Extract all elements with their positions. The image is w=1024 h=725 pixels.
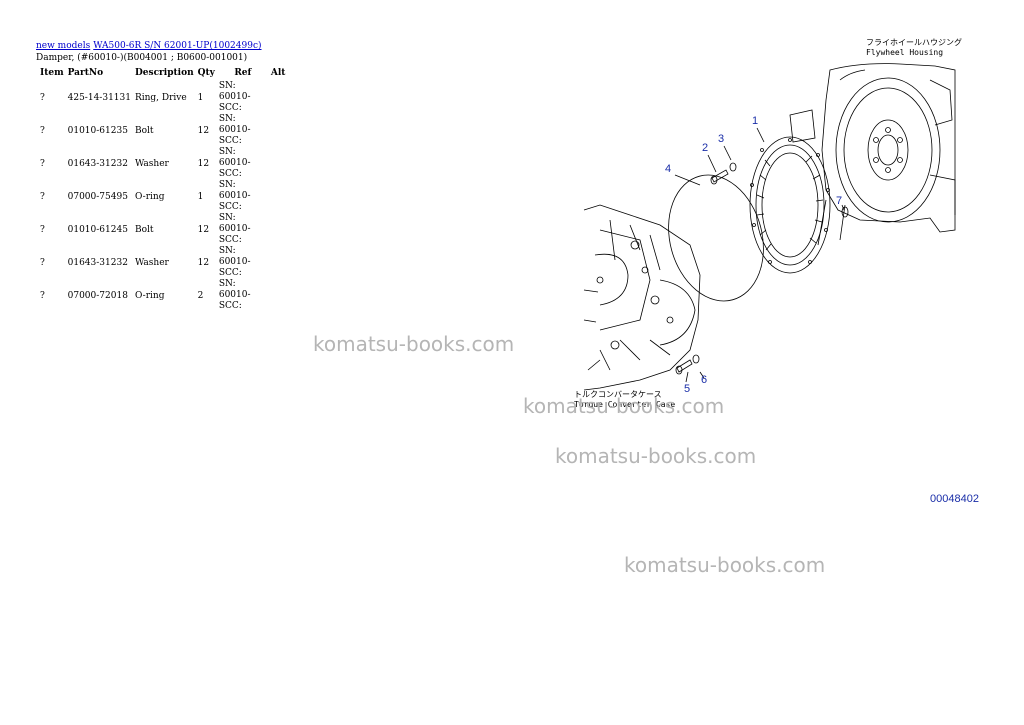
cell-ref: SN: 60010-SCC: — [218, 279, 251, 311]
drive-ring-drawing — [749, 136, 831, 274]
flywheel-housing-label-jp: フライホイールハウジング — [866, 38, 962, 47]
callout-3: 3 — [718, 133, 725, 145]
cell-ref: SN: 60010-SCC: — [218, 246, 251, 278]
callout-6: 6 — [701, 374, 708, 386]
cell-description: Ring, Drive — [134, 92, 187, 103]
watermark: komatsu-books.com — [624, 553, 826, 577]
watermark: komatsu-books.com — [555, 444, 757, 468]
figure-number: 00048402 — [930, 493, 979, 505]
cell-description: O-ring — [134, 191, 165, 202]
cell-ref: SN: 60010-SCC: — [218, 147, 251, 179]
torque-converter-label-jp: トルクコンバータケース — [574, 390, 662, 399]
flywheel-housing-drawing — [789, 63, 956, 246]
cell-qty: 12 — [197, 125, 210, 136]
table-row: ? 07000-75495 O-ring 1 SN: 60010-SCC: — [36, 180, 293, 213]
cell-item: ? — [40, 224, 45, 235]
callout-2: 2 — [702, 142, 709, 154]
table-header-row: Item PartNo Description Qty Ref Alt — [36, 65, 293, 81]
cell-qty: 12 — [197, 158, 210, 169]
table-row: ? 01643-31232 Washer 12 SN: 60010-SCC: — [36, 147, 293, 180]
cell-qty: 12 — [197, 257, 210, 268]
callout-1: 1 — [752, 115, 759, 127]
cell-item: ? — [40, 125, 45, 136]
table-row: ? 01643-31232 Washer 12 SN: 60010-SCC: — [36, 246, 293, 279]
col-header-ref: Ref — [234, 68, 252, 78]
cell-qty: 2 — [197, 290, 204, 301]
cell-ref: SN: 60010-SCC: — [218, 81, 251, 113]
cell-ref: SN: 60010-SCC: — [218, 114, 251, 146]
breadcrumb-link-new-models[interactable]: new models — [36, 41, 91, 51]
cell-partno: 425-14-31131 — [67, 92, 131, 103]
table-row: ? 07000-72018 O-ring 2 SN: 60010-SCC: — [36, 279, 293, 312]
cell-item: ? — [40, 290, 45, 301]
cell-ref: SN: 60010-SCC: — [218, 180, 251, 212]
table-row: ? 01010-61245 Bolt 12 SN: 60010-SCC: — [36, 213, 293, 246]
cell-qty: 12 — [197, 224, 210, 235]
cell-description: Washer — [134, 158, 169, 169]
cell-partno: 01010-61235 — [67, 125, 128, 136]
cell-item: ? — [40, 257, 45, 268]
col-header-description: Description — [134, 68, 194, 78]
cell-description: Washer — [134, 257, 169, 268]
torque-converter-case-drawing — [583, 204, 701, 391]
cell-partno: 01010-61245 — [67, 224, 128, 235]
cell-item: ? — [40, 158, 45, 169]
cell-partno: 07000-75495 — [67, 191, 128, 202]
cell-description: Bolt — [134, 224, 154, 235]
bolt-washer-drawing — [675, 162, 849, 375]
callout-5: 5 — [684, 383, 691, 395]
col-header-partno: PartNo — [67, 68, 104, 78]
page-subtitle: Damper, (#60010-)(B004001 ; B0600-001001… — [36, 53, 248, 63]
cell-qty: 1 — [197, 191, 204, 202]
cell-qty: 1 — [197, 92, 204, 103]
o-ring-drawing — [668, 174, 764, 302]
cell-description: O-ring — [134, 290, 165, 301]
cell-item: ? — [40, 191, 45, 202]
flywheel-housing-label-en: Flywheel Housing — [866, 48, 944, 57]
cell-item: ? — [40, 92, 45, 103]
callout-7: 7 — [836, 195, 843, 207]
torque-converter-label-en: Torque Converter Case — [574, 400, 676, 409]
cell-partno: 01643-31232 — [67, 158, 128, 169]
cell-ref: SN: 60010-SCC: — [218, 213, 251, 245]
table-row: ? 425-14-31131 Ring, Drive 1 SN: 60010-S… — [36, 81, 293, 114]
table-row: ? 01010-61235 Bolt 12 SN: 60010-SCC: — [36, 114, 293, 147]
col-header-qty: Qty — [197, 68, 215, 78]
parts-table: Item PartNo Description Qty Ref Alt ? 42… — [36, 65, 293, 312]
cell-partno: 01643-31232 — [67, 257, 128, 268]
watermark: komatsu-books.com — [523, 394, 725, 418]
cell-description: Bolt — [134, 125, 154, 136]
watermark: komatsu-books.com — [313, 332, 515, 356]
callout-4: 4 — [665, 163, 672, 175]
col-header-alt: Alt — [270, 68, 286, 78]
breadcrumb-link-model[interactable]: WA500-6R S/N 62001-UP(1002499c) — [93, 41, 262, 51]
cell-partno: 07000-72018 — [67, 290, 128, 301]
col-header-item: Item — [40, 68, 64, 78]
